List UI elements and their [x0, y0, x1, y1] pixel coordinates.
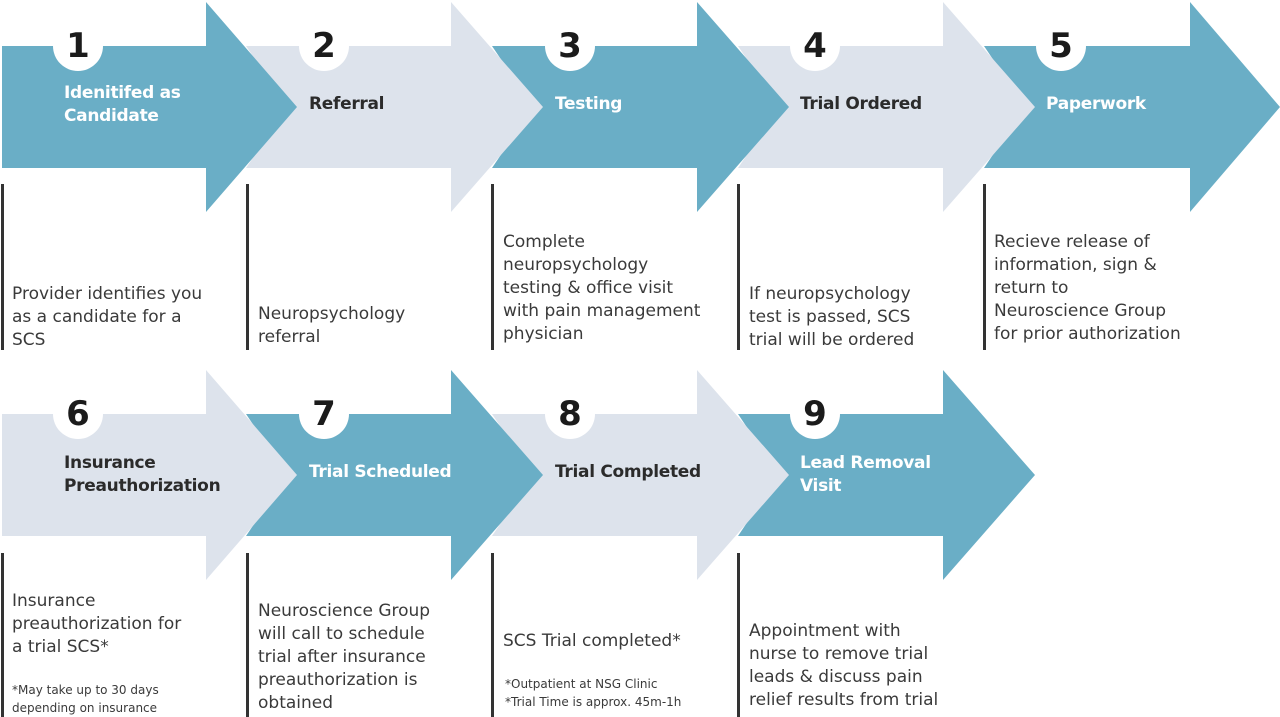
- step-3-divider: [491, 184, 494, 350]
- step-4-divider: [737, 184, 740, 350]
- step-1-number: 1: [53, 21, 103, 71]
- step-2-divider: [246, 184, 249, 350]
- step-5-number: 5: [1036, 21, 1086, 71]
- step-7-title: Trial Scheduled: [309, 461, 452, 482]
- step-3-number: 3: [545, 21, 595, 71]
- step-6-description: Insurance preauthorization for a trial S…: [12, 591, 182, 657]
- step-6-title: Insurance Preauthorization: [64, 453, 221, 496]
- step-9-description: Appointment with nurse to remove trial l…: [749, 621, 939, 710]
- step-6-divider: [1, 553, 4, 717]
- step-5-description: Recieve release of information, sign & r…: [994, 232, 1181, 344]
- step-8-number: 8: [545, 389, 595, 439]
- step-8-note: *Outpatient at NSG Clinic *Trial Time is…: [505, 677, 682, 709]
- step-9-title: Lead Removal Visit: [800, 453, 931, 496]
- step-4-title: Trial Ordered: [800, 93, 922, 114]
- step-2-description: Neuropsychology referral: [258, 304, 406, 347]
- step-6-note: *May take up to 30 days depending on ins…: [12, 683, 159, 715]
- step-2-number: 2: [299, 21, 349, 71]
- step-4-number: 4: [790, 21, 840, 71]
- step-5-title: Paperwork: [1046, 93, 1146, 114]
- step-1-divider: [1, 184, 4, 350]
- step-1-description: Provider identifies you as a candidate f…: [12, 284, 203, 350]
- step-8-title: Trial Completed: [555, 461, 701, 482]
- step-4-description: If neuropsychology test is passed, SCS t…: [749, 284, 915, 350]
- step-7-description: Neuroscience Group will call to schedule…: [258, 601, 431, 713]
- step-1-title: Idenitifed as Candidate: [64, 83, 181, 126]
- step-3-description: Complete neuropsychology testing & offic…: [503, 232, 701, 344]
- step-2-title: Referral: [309, 93, 385, 114]
- step-5-divider: [983, 184, 986, 350]
- step-8-divider: [491, 553, 494, 717]
- step-3-title: Testing: [555, 93, 623, 114]
- step-9-divider: [737, 553, 740, 717]
- step-8-description: SCS Trial completed*: [503, 631, 681, 651]
- step-6-number: 6: [53, 389, 103, 439]
- step-7-divider: [246, 553, 249, 717]
- step-7-number: 7: [299, 389, 349, 439]
- step-9-number: 9: [790, 389, 840, 439]
